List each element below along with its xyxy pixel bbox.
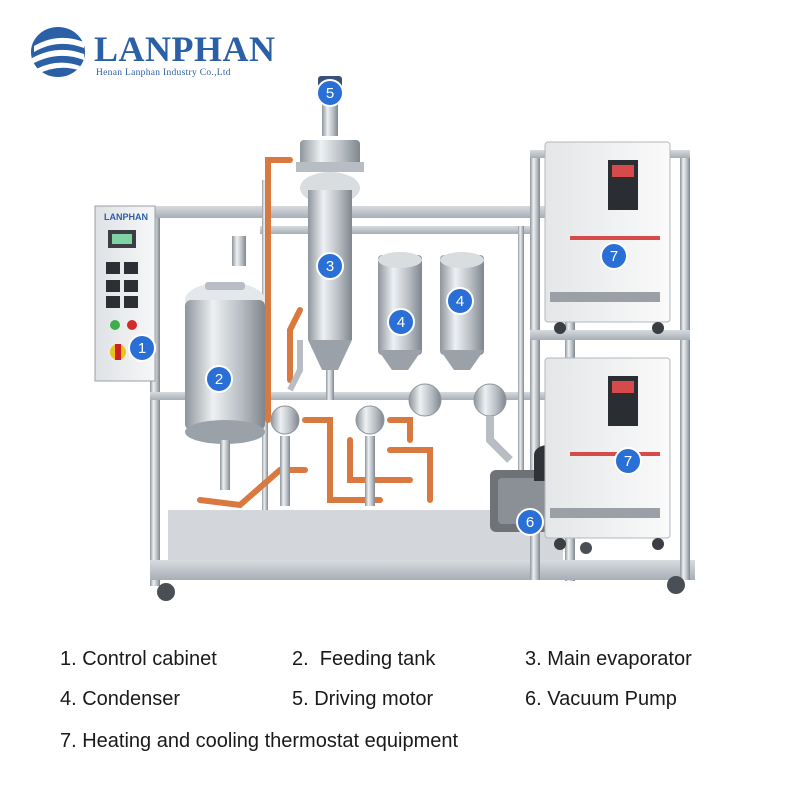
marker-6-label: 6 xyxy=(526,514,534,531)
thermostat-upper xyxy=(544,141,671,334)
feeding-tank xyxy=(185,236,265,490)
lanphan-logo-icon xyxy=(31,27,85,77)
legend-item-6: 6. Vacuum Pump xyxy=(525,688,677,710)
legend-item-7: 7. Heating and cooling thermostat equipm… xyxy=(60,730,459,752)
marker-7b-label: 7 xyxy=(624,453,632,470)
main-evaporator xyxy=(287,76,364,400)
marker-7a-label: 7 xyxy=(610,248,618,265)
marker-3-label: 3 xyxy=(326,258,334,275)
thermostat-lower xyxy=(544,357,671,550)
marker-5-label: 5 xyxy=(326,85,334,102)
marker-2: 2 xyxy=(205,365,233,393)
marker-7a: 7 xyxy=(600,242,628,270)
condenser-right xyxy=(440,252,513,463)
legend-item-2: 2. Feeding tank xyxy=(292,648,436,670)
marker-4b-label: 4 xyxy=(456,293,464,310)
marker-7b: 7 xyxy=(614,447,642,475)
marker-1-label: 1 xyxy=(138,340,146,357)
brand-subtitle: Henan Lanphan Industry Co.,Ltd xyxy=(96,68,231,78)
legend-item-3: 3. Main evaporator xyxy=(525,648,692,670)
marker-4b: 4 xyxy=(446,287,474,315)
marker-3: 3 xyxy=(316,252,344,280)
legend-item-5: 5. Driving motor xyxy=(292,688,434,710)
brand-logo: LANPHAN Henan Lanphan Industry Co.,Ltd xyxy=(28,22,275,84)
legend-item-4: 4. Condenser xyxy=(60,688,181,710)
legend: 1. Control cabinet 2. Feeding tank 3. Ma… xyxy=(0,640,800,770)
marker-2-label: 2 xyxy=(215,371,223,388)
marker-6: 6 xyxy=(516,508,544,536)
marker-5: 5 xyxy=(316,79,344,107)
equipment-photo: LANPHAN xyxy=(94,76,695,601)
marker-1: 1 xyxy=(128,334,156,362)
marker-4a-label: 4 xyxy=(397,314,405,331)
brand-name: LANPHAN xyxy=(94,29,276,69)
cabinet-brand-label: LANPHAN xyxy=(104,212,148,222)
legend-item-1: 1. Control cabinet xyxy=(60,648,217,670)
receiving-valves xyxy=(270,405,385,506)
marker-4a: 4 xyxy=(387,308,415,336)
copper-tubing xyxy=(197,157,433,509)
condenser-left xyxy=(378,252,442,417)
